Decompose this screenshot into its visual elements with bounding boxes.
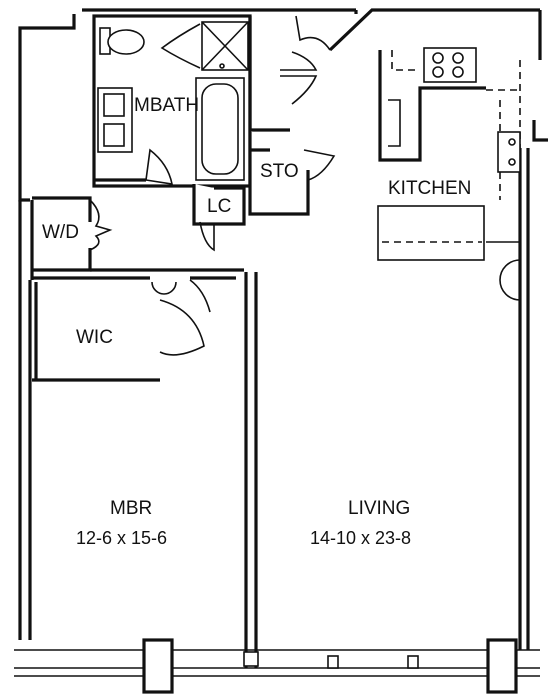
room-label-living: LIVING (348, 498, 410, 519)
room-label-wd: W/D (42, 222, 79, 243)
fixtures (97, 21, 521, 261)
room-label-sto: STO (260, 161, 299, 182)
sink-icon (97, 87, 133, 153)
kitchen-island (377, 205, 485, 261)
stove-icon (423, 47, 477, 83)
window-wall (14, 638, 540, 694)
room-label-wic: WIC (76, 327, 113, 348)
shower-icon (160, 21, 249, 71)
room-dimensions-mbr: 12-6 x 15-6 (76, 528, 167, 548)
room-label-kitchen: KITCHEN (388, 178, 471, 199)
room-labels: MBATH STO LC W/D KITCHEN WIC MBR 12-6 x … (42, 95, 471, 548)
room-label-mbath: MBATH (134, 95, 199, 116)
counter-outline (388, 50, 521, 200)
doors (89, 15, 521, 356)
toilet-icon (99, 27, 145, 55)
exterior-walls (18, 8, 548, 650)
room-label-mbr: MBR (110, 498, 152, 519)
room-label-lc: LC (207, 196, 231, 217)
room-dimensions-living: 14-10 x 23-8 (310, 528, 411, 548)
bathtub-icon (195, 77, 245, 181)
